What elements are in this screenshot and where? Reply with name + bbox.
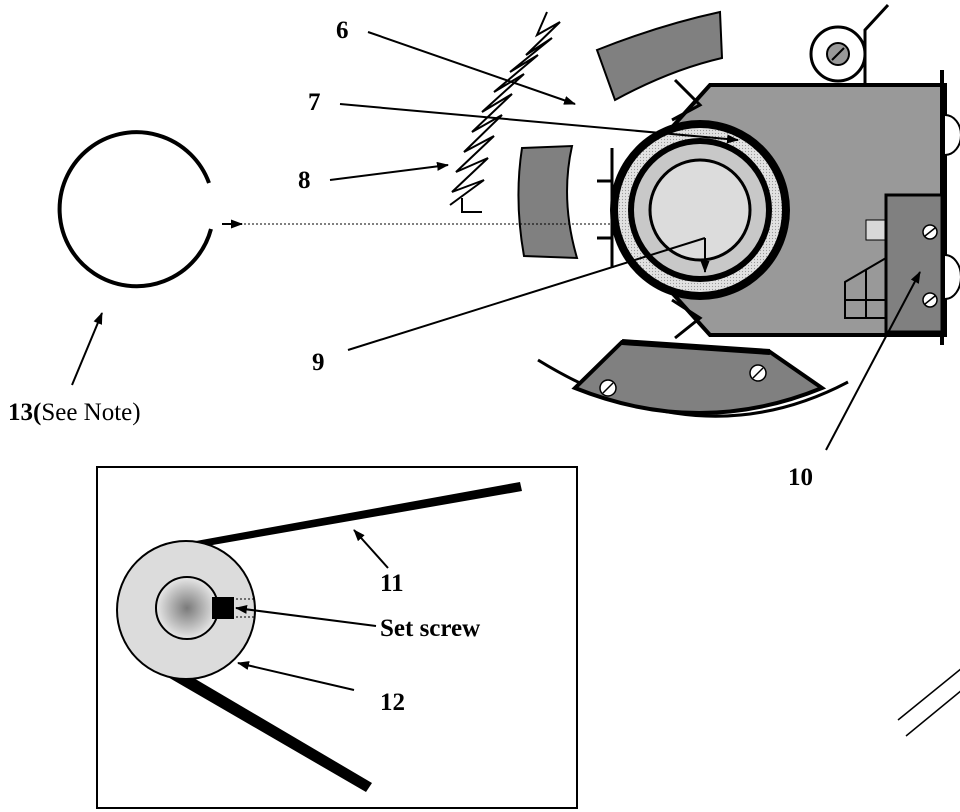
break-lines <box>897 668 960 737</box>
wheel-assembly <box>610 120 790 300</box>
bracket-lattice <box>844 257 887 319</box>
leader-6 <box>367 31 576 105</box>
label-7: 7 <box>308 89 321 116</box>
label-6: 6 <box>336 17 349 44</box>
split-ring <box>57 130 213 289</box>
leader-lines <box>71 31 921 451</box>
housing-corner-top <box>671 78 703 122</box>
label-set-screw: Set screw <box>380 615 480 642</box>
label-13: 13(See Note) <box>8 399 141 426</box>
label-11: 11 <box>380 570 404 597</box>
leader-7 <box>339 103 739 144</box>
belt-lower <box>166 667 372 792</box>
leader-11 <box>353 529 389 569</box>
pulley-bore <box>155 576 219 640</box>
bolt-head-mid <box>944 254 960 300</box>
set-screw <box>212 597 234 619</box>
leader-9 <box>347 237 706 351</box>
spring <box>449 11 561 206</box>
wheel-clip <box>597 148 614 268</box>
lower-shoe <box>537 339 849 418</box>
housing-corner-bottom <box>671 298 703 340</box>
label-13-number: 13( <box>8 399 41 426</box>
mechanism-assembly <box>57 3 960 418</box>
label-8: 8 <box>298 167 311 194</box>
label-12: 12 <box>380 689 405 716</box>
left-pad <box>517 144 579 260</box>
leader-13 <box>71 312 103 386</box>
belt-upper <box>163 482 522 551</box>
leader-12 <box>237 661 355 691</box>
top-pulley <box>809 25 867 83</box>
label-10: 10 <box>788 464 813 491</box>
upper-pad <box>595 10 724 102</box>
label-13-note: See Note) <box>41 399 140 426</box>
bolt-head-top <box>944 114 960 156</box>
inset-box <box>96 466 578 809</box>
leader-8 <box>329 161 449 181</box>
leader-10 <box>825 271 921 451</box>
label-9: 9 <box>312 349 325 376</box>
spring-hook <box>461 198 482 213</box>
leader-set-screw <box>235 604 377 627</box>
bracket <box>884 193 944 334</box>
